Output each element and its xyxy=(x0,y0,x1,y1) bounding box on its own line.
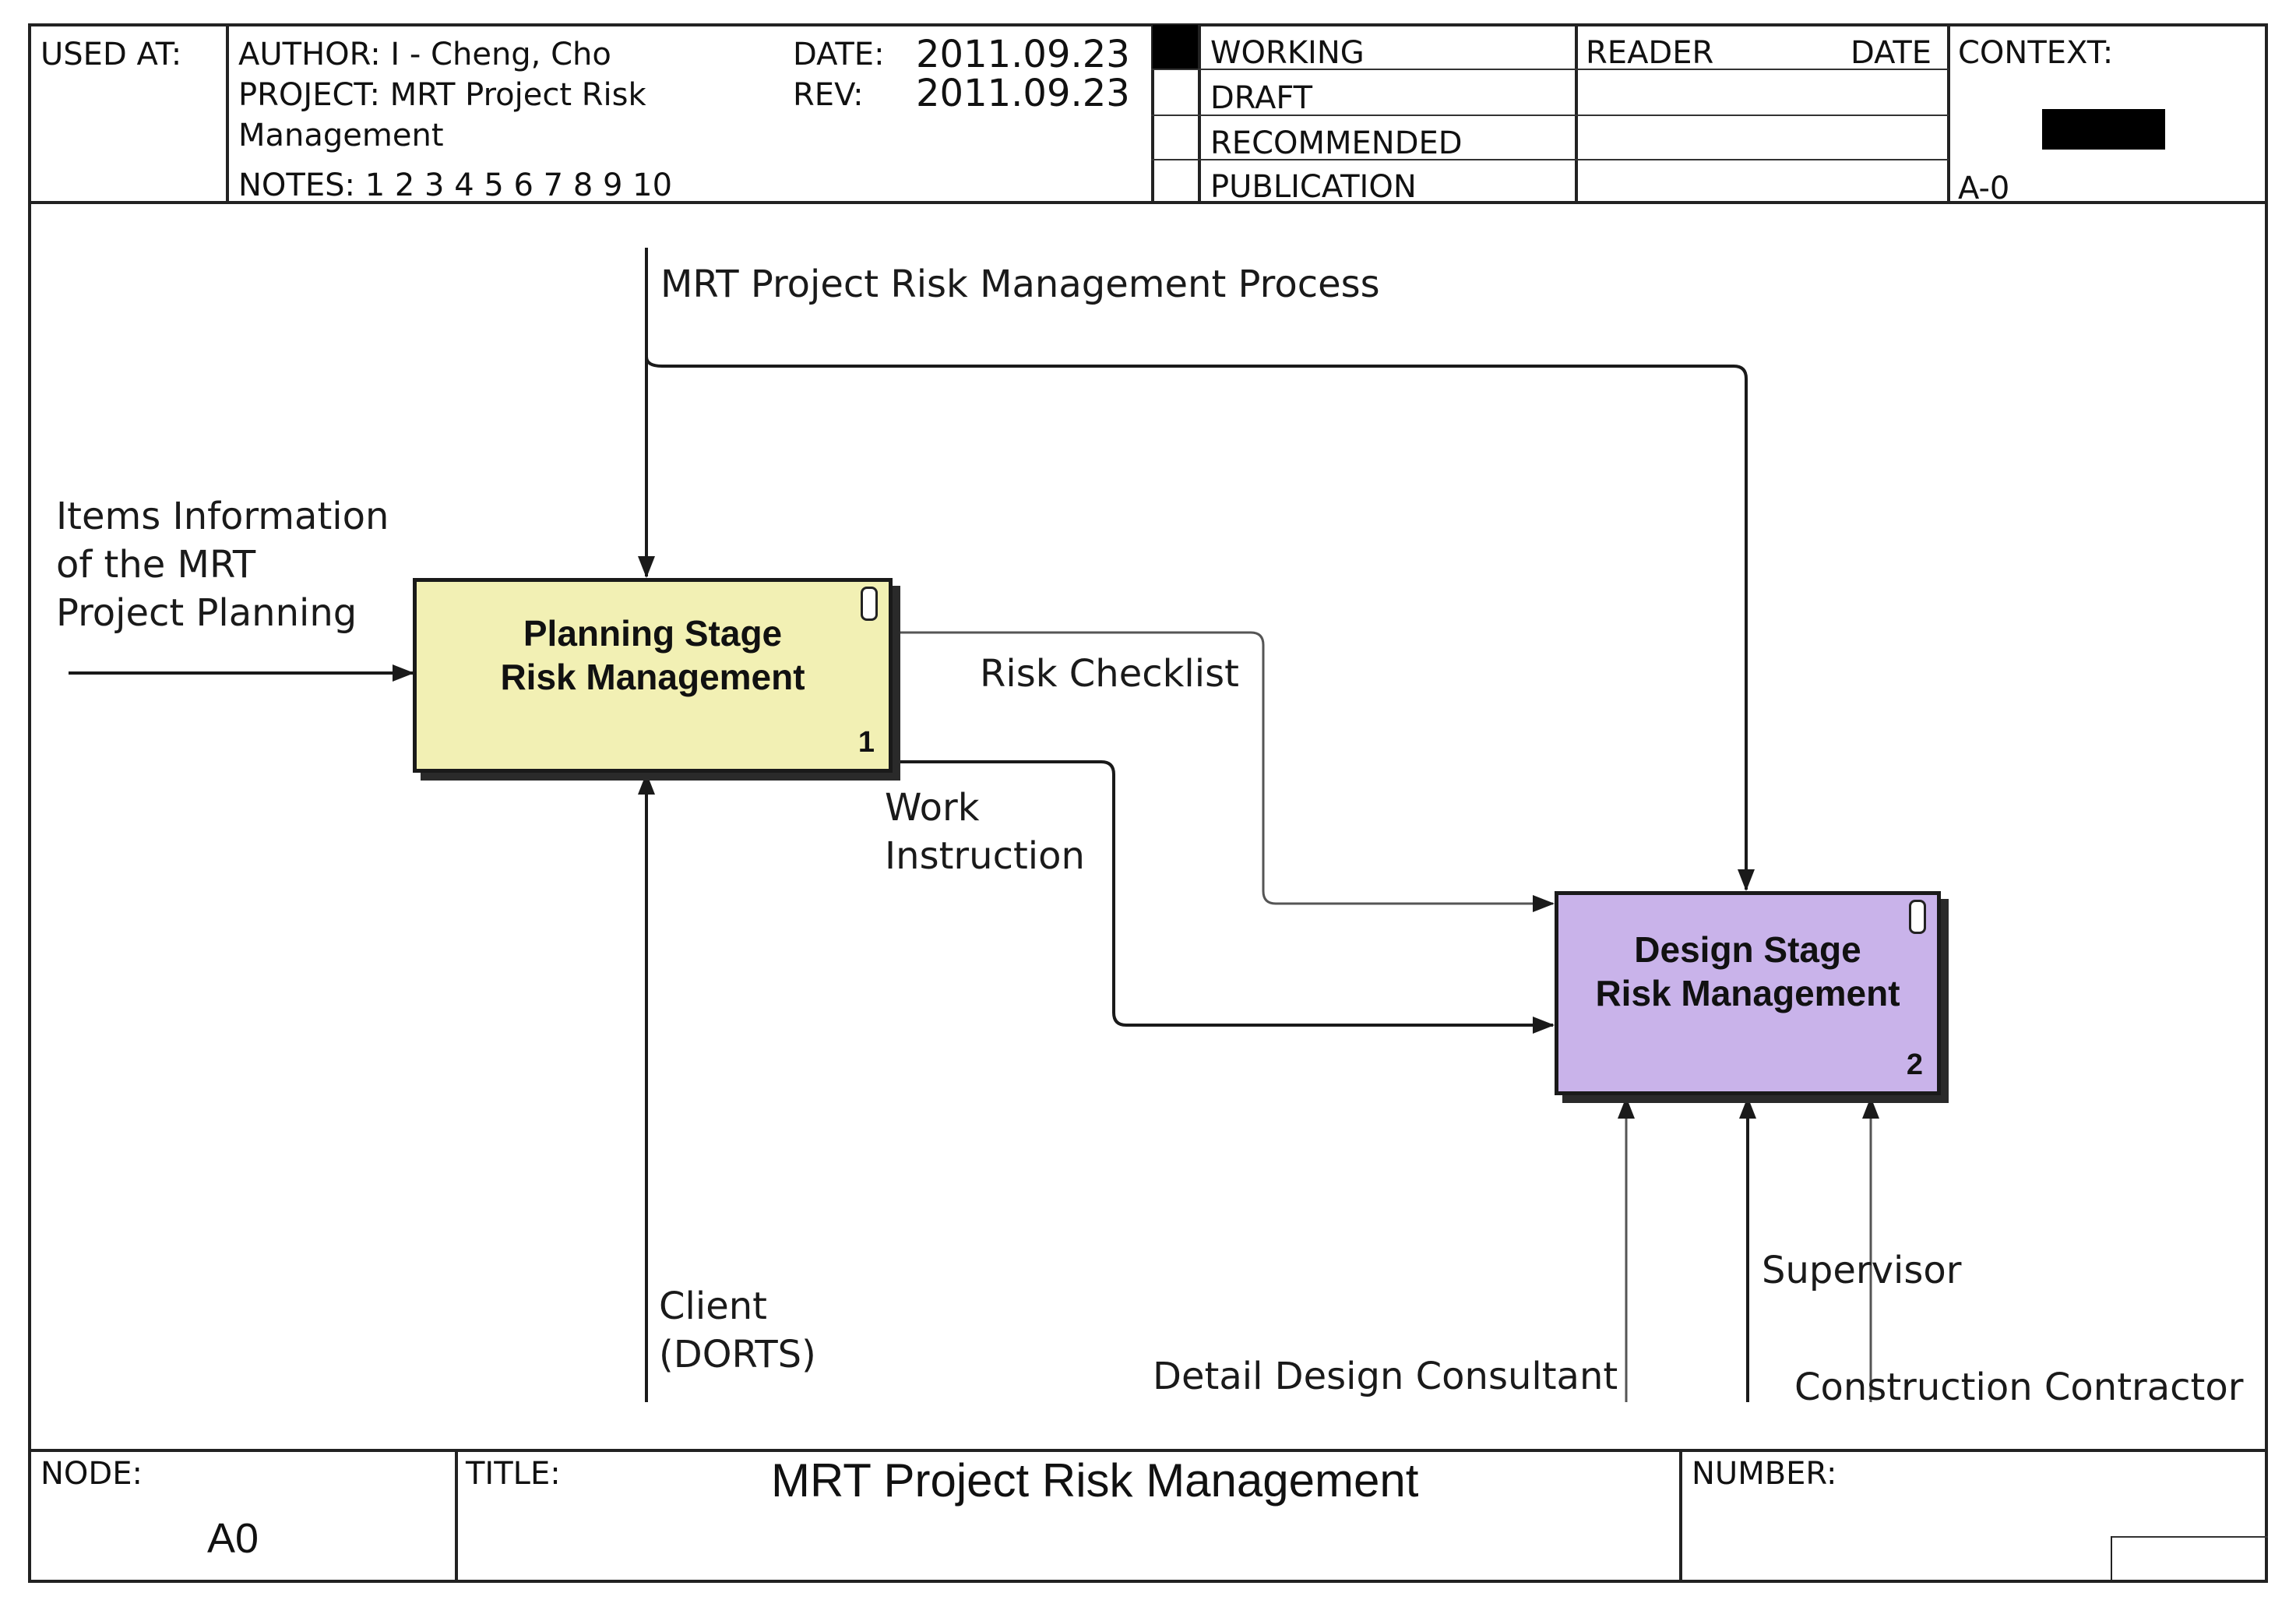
input-label-line2: of the MRT xyxy=(56,543,256,587)
work-instruction-label-line2: Instruction xyxy=(885,834,1085,878)
activity-title-planning-line2: Risk Management xyxy=(500,657,805,698)
detail-design-label: Detail Design Consultant xyxy=(1153,1355,1618,1398)
activity-title-planning: Planning Stage Risk Management xyxy=(417,611,889,699)
activity-title-planning-line1: Planning Stage xyxy=(523,613,783,654)
notes-field: NOTES: 1 2 3 4 5 6 7 8 9 10 xyxy=(238,167,673,203)
footer-col-divider-1 xyxy=(455,1449,458,1583)
header-col-divider-3 xyxy=(1198,23,1201,203)
activity-box-planning[interactable]: Planning Stage Risk Management 1 xyxy=(413,578,893,773)
project-field-line2: Management xyxy=(238,118,444,153)
activity-box-design[interactable]: Design Stage Risk Management 2 xyxy=(1555,891,1941,1095)
client-label-line1: Client xyxy=(659,1285,767,1328)
header-col-divider-4 xyxy=(1575,23,1578,203)
header-divider xyxy=(28,201,2268,204)
activity-number-design: 2 xyxy=(1906,1048,1923,1081)
input-label-line1: Items Information xyxy=(56,495,389,538)
working-status-marker xyxy=(1153,25,1198,69)
client-label-line2: (DORTS) xyxy=(659,1333,816,1376)
paperclip-icon xyxy=(1909,900,1926,934)
control-label-process: MRT Project Risk Management Process xyxy=(660,263,1380,306)
header-col-divider-1 xyxy=(226,23,229,203)
input-label-line3: Project Planning xyxy=(56,591,357,635)
activity-title-design: Design Stage Risk Management xyxy=(1558,928,1937,1015)
rev-label: REV: xyxy=(793,77,864,113)
status-row-line-2 xyxy=(1151,115,1949,116)
control-arrow-design xyxy=(645,356,1755,891)
context-label: CONTEXT: xyxy=(1958,35,2114,71)
node-value: A0 xyxy=(207,1515,259,1562)
project-field-line1: PROJECT: MRT Project Risk xyxy=(238,77,646,113)
number-box-top xyxy=(2112,1536,2268,1538)
status-working: WORKING xyxy=(1210,35,1365,71)
status-row-line-3 xyxy=(1151,159,1949,160)
reader-date-label: DATE xyxy=(1851,35,1932,71)
date-value: 2011.09.23 xyxy=(916,33,1130,76)
activity-title-design-line2: Risk Management xyxy=(1595,973,1900,1014)
node-label: NODE: xyxy=(40,1456,143,1492)
date-label: DATE: xyxy=(793,37,885,72)
footer-col-divider-2 xyxy=(1679,1449,1682,1583)
work-instruction-label-line1: Work xyxy=(885,786,980,830)
header-col-divider-2 xyxy=(1151,23,1154,203)
status-publication: PUBLICATION xyxy=(1210,169,1417,205)
supervisor-label: Supervisor xyxy=(1762,1249,1962,1292)
footer-divider xyxy=(28,1449,2268,1452)
context-code: A-0 xyxy=(1958,171,2010,206)
header-col-divider-5 xyxy=(1947,23,1950,203)
context-thumbnail xyxy=(2042,109,2165,150)
status-recommended: RECOMMENDED xyxy=(1210,125,1463,161)
rev-value: 2011.09.23 xyxy=(916,72,1130,115)
author-field: AUTHOR: I - Cheng, Cho xyxy=(238,37,611,72)
risk-checklist-arrow xyxy=(894,631,1555,912)
used-at-label: USED AT: xyxy=(40,37,182,72)
paperclip-icon xyxy=(861,587,878,621)
reader-label: READER xyxy=(1586,35,1714,71)
diagram-frame xyxy=(28,23,2268,1583)
activity-title-design-line1: Design Stage xyxy=(1634,929,1861,970)
activity-number-planning: 1 xyxy=(857,726,875,759)
construction-label: Construction Contractor xyxy=(1794,1366,2244,1409)
number-box-left xyxy=(2111,1536,2112,1583)
risk-checklist-label: Risk Checklist xyxy=(980,652,1239,696)
work-instruction-arrow xyxy=(894,760,1555,1034)
number-label: NUMBER: xyxy=(1692,1456,1837,1492)
diagram-title: MRT Project Risk Management xyxy=(771,1454,1419,1507)
title-label: TITLE: xyxy=(466,1456,561,1492)
status-row-line-1 xyxy=(1151,69,1949,70)
status-draft: DRAFT xyxy=(1210,80,1313,116)
